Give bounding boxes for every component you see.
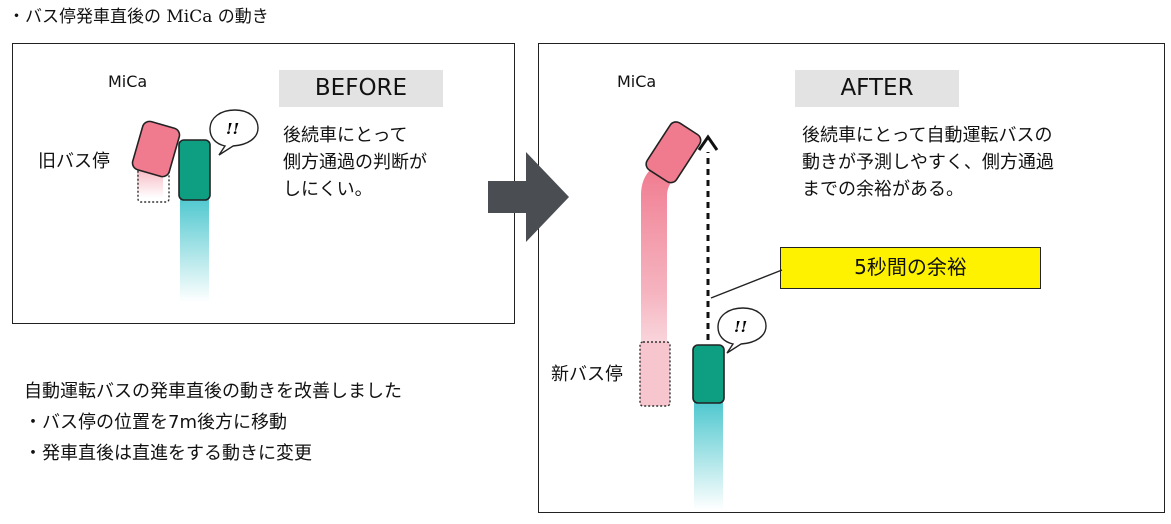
- before-speech-bubble: !!: [209, 109, 259, 156]
- before-mica-label: MiCa: [108, 72, 148, 91]
- before-bus-vehicle: [178, 139, 211, 201]
- after-bubble-text: !!: [734, 318, 747, 336]
- before-old-stop-label: 旧バス停: [38, 151, 110, 172]
- after-bus-trail: [694, 402, 723, 510]
- after-mica-vehicle: [645, 121, 702, 184]
- before-bus-trail: [180, 198, 209, 302]
- before-mica-vehicle: [131, 120, 181, 178]
- improvement-notes: 自動運転バスの発車直後の動きを改善しました ・バス停の位置を7m後方に移動 ・発…: [24, 376, 402, 469]
- notes-headline: 自動運転バスの発車直後の動きを改善しました: [24, 381, 402, 402]
- after-path-arrowhead: [697, 134, 719, 151]
- notes-item-2: ・発車直後は直進をする動きに変更: [24, 443, 312, 464]
- after-bus-vehicle: [692, 344, 725, 404]
- before-heading: BEFORE: [279, 70, 443, 107]
- page-title: ・バス停発車直後の MiCa の動き: [8, 7, 269, 27]
- after-new-stop-label: 新バス停: [551, 364, 623, 385]
- after-speech-bubble: !!: [717, 307, 767, 354]
- before-bubble-text: !!: [226, 120, 239, 138]
- callout-leader-line: [710, 269, 783, 299]
- after-mica-trail: [641, 168, 676, 395]
- before-description: 後続車にとって 側方通過の判断が しにくい。: [283, 125, 427, 200]
- five-second-margin-callout: 5秒間の余裕: [780, 247, 1041, 289]
- before-to-after-arrow: [488, 152, 569, 242]
- after-mica-label: MiCa: [617, 72, 657, 91]
- notes-item-1: ・バス停の位置を7m後方に移動: [24, 412, 287, 433]
- after-description: 後続車にとって自動運転バスの 動きが予測しやすく、側方通過 までの余裕がある。: [802, 125, 1054, 200]
- after-new-stop-marker: [639, 341, 671, 407]
- after-heading: AFTER: [795, 70, 959, 107]
